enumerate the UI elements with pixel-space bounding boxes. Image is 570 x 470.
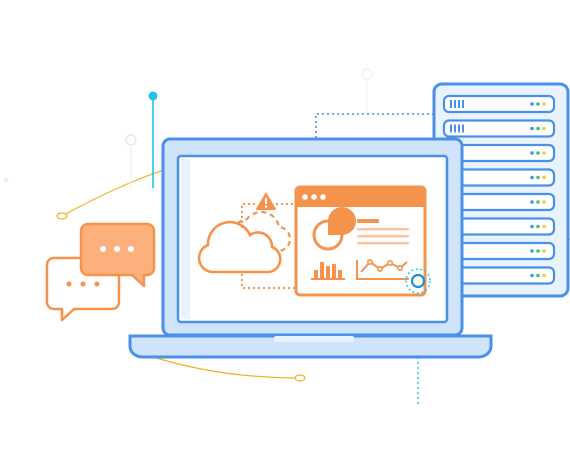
chat-dot (94, 281, 100, 287)
cloud-icon (197, 203, 296, 289)
chat-dot (80, 281, 86, 287)
window-dot (311, 194, 317, 200)
status-led (530, 151, 534, 155)
vent-slot (454, 124, 456, 133)
server-units (442, 94, 556, 285)
vent-slot (462, 100, 464, 108)
dashboard-window-icon (294, 185, 427, 297)
laptop-base (128, 334, 493, 359)
status-led (530, 102, 534, 106)
chat-bubble-front (79, 222, 156, 288)
pale-ring-left (125, 134, 137, 146)
vent-slot (458, 124, 460, 133)
status-led (536, 249, 540, 253)
status-led (536, 175, 540, 180)
pale-dot (3, 177, 9, 183)
status-led (536, 224, 540, 229)
window-dot (320, 194, 326, 200)
status-led (530, 175, 534, 180)
status-led (542, 175, 546, 180)
vent-slot (450, 100, 452, 108)
status-led (536, 200, 540, 204)
status-led (542, 200, 546, 204)
orbit-node-left (56, 212, 68, 220)
text-line (357, 235, 409, 238)
server-unit (442, 217, 556, 236)
status-led (542, 126, 546, 131)
pale-ring-top (361, 68, 373, 80)
status-led (542, 224, 546, 229)
vent-slot (450, 124, 452, 133)
display-glare (181, 159, 190, 319)
status-led (536, 126, 540, 131)
vent-slot (462, 124, 464, 133)
laptop-hinge (274, 336, 354, 342)
status-led (542, 102, 546, 106)
bar-chart-icon (311, 262, 345, 280)
status-led (542, 249, 546, 253)
chat-dot (100, 246, 106, 252)
line-chart-icon (356, 258, 409, 280)
status-led (536, 102, 540, 106)
text-line (357, 242, 409, 245)
chat-dot (66, 281, 72, 287)
dotted-link-server-laptop (315, 113, 434, 138)
server-unit (442, 94, 556, 114)
chat-bubble-icon (45, 222, 156, 322)
status-led (530, 224, 534, 229)
cyan-antenna-dot (148, 91, 158, 101)
focus-node-icon (405, 268, 431, 294)
chat-dot (128, 246, 134, 252)
warning-icon (256, 193, 276, 210)
status-led (530, 200, 534, 204)
status-led (542, 273, 546, 278)
status-led (530, 126, 534, 131)
pie-chart-icon (312, 207, 356, 251)
orbit-arc-bottom (149, 355, 301, 379)
vent-slot (454, 100, 456, 108)
status-led (530, 273, 534, 278)
window-dot (302, 194, 308, 200)
server-rack-icon (432, 82, 570, 298)
vent-slot (458, 100, 460, 108)
chat-dot (114, 246, 120, 252)
text-line (357, 228, 409, 231)
status-led (542, 151, 546, 155)
text-line (357, 219, 379, 223)
status-led (536, 273, 540, 278)
status-led (530, 249, 534, 253)
orbit-node-bottom (294, 374, 306, 382)
server-unit (442, 119, 556, 138)
status-led (536, 151, 540, 155)
